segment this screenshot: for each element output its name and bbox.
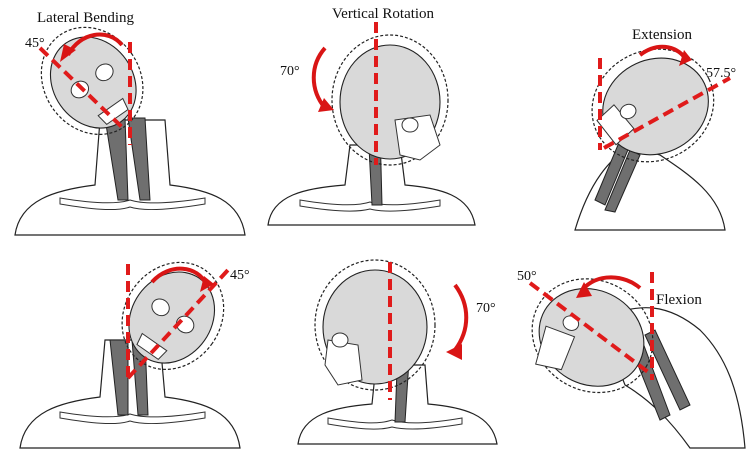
angle-label: 50° xyxy=(517,269,537,284)
panel-vertical-rotation-right: 70° xyxy=(298,260,497,444)
panel-label: Extension xyxy=(632,27,692,43)
panel-label: Flexion xyxy=(656,292,702,308)
rotation-arrow xyxy=(455,285,466,350)
panel-flexion: Flexion 50° xyxy=(511,257,745,448)
rotation-arrow xyxy=(314,48,325,108)
angle-label: 45° xyxy=(230,268,250,283)
angle-label: 45° xyxy=(25,36,45,51)
panel-lateral-bending-left: Lateral Bending 45° xyxy=(15,8,245,235)
panel-label: Vertical Rotation xyxy=(332,6,435,22)
panel-vertical-rotation-left: Vertical Rotation 70° xyxy=(268,6,475,225)
angle-label: 70° xyxy=(476,301,496,316)
panel-label: Lateral Bending xyxy=(37,10,135,26)
angle-label: 70° xyxy=(280,64,300,79)
panel-extension: Extension 57.5° xyxy=(573,27,736,230)
panel-lateral-bending-right: 45° xyxy=(20,243,250,448)
angle-label: 57.5° xyxy=(706,66,736,81)
